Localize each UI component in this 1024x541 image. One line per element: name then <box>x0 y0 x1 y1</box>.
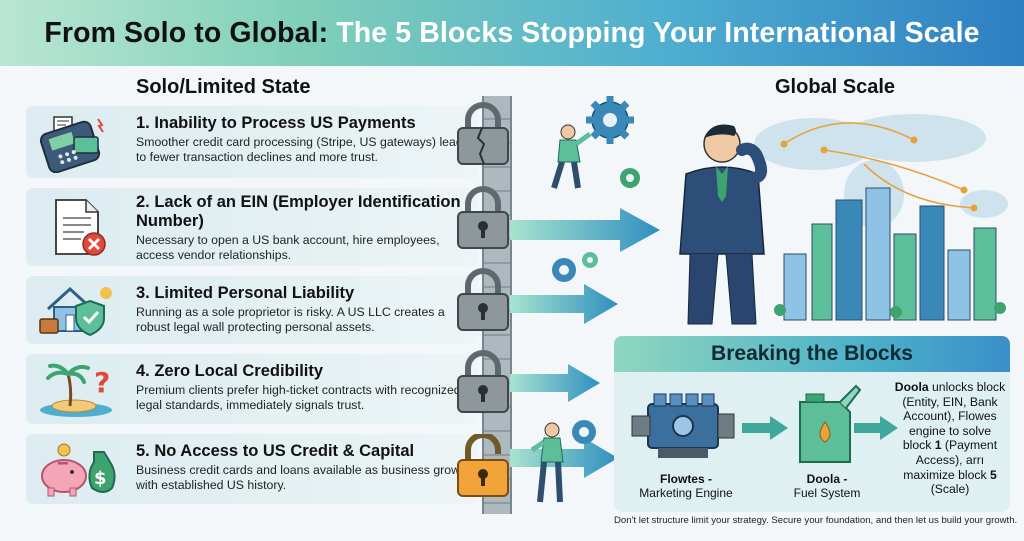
svg-text:?: ? <box>94 366 110 399</box>
block-panel-1: 1. Inability to Process US Payments Smoo… <box>26 106 478 178</box>
gears-icon <box>552 252 598 282</box>
doola-note-brand: Doola <box>894 380 929 394</box>
svg-text:$: $ <box>94 468 107 489</box>
block-desc-4: Premium clients prefer high-ticket contr… <box>136 383 461 412</box>
global-scale-illustration <box>679 114 1008 325</box>
lock-icon-3 <box>457 268 509 331</box>
arrow-right-1 <box>510 208 660 252</box>
block-title-3: 3. Limited Personal Liability <box>136 284 355 302</box>
left-heading: Solo/Limited State <box>136 76 311 98</box>
block-desc-5: Business credit cards and loans availabl… <box>136 463 467 492</box>
block-panel-4: ? 4. Zero Local Credibility Premium clie… <box>26 354 478 424</box>
breaking-blocks-panel: Breaking the Blocks Flowtes - Marketing … <box>614 336 1010 512</box>
house-shield-icon <box>39 286 112 337</box>
arrow-right-4 <box>510 438 618 478</box>
breaking-blocks-heading: Breaking the Blocks <box>711 342 913 365</box>
title-part-1: From Solo to Global: <box>44 16 329 49</box>
block-desc-3: Running as a sole proprietor is risky. A… <box>136 305 445 334</box>
island-question-icon: ? <box>40 363 112 417</box>
fuel-caption-line-2: Fuel System <box>793 486 861 500</box>
block-panel-3: 3. Limited Personal Liability Running as… <box>26 276 478 344</box>
doola-note-num-1: 1 <box>934 438 942 453</box>
fuel-can-icon <box>799 384 862 463</box>
fuel-caption: Doola - Fuel System <box>772 472 882 500</box>
doola-note-num-2: 5 <box>989 467 997 482</box>
engine-icon <box>631 393 735 458</box>
block-title-1: 1. Inability to Process US Payments <box>136 114 416 132</box>
broken-lock-icon <box>457 102 509 165</box>
piggy-bank-icon: $ <box>41 443 116 497</box>
block-panel-2: 2. Lack of an EIN (Employer Identificati… <box>26 188 478 266</box>
right-heading: Global Scale <box>775 76 896 98</box>
engine-caption-line-2: Marketing Engine <box>639 486 733 500</box>
arrow-fuel-to-note <box>854 416 898 440</box>
doola-note-part-1: unlocks block (Entity, EIN, Bank Account… <box>902 380 1006 453</box>
engine-caption-line-1: Flowtes - <box>659 472 712 486</box>
page-title: From Solo to Global: The 5 Blocks Stoppi… <box>44 17 979 50</box>
card-terminal-icon <box>39 116 104 173</box>
block-desc-1: Smoother credit card processing (Stripe,… <box>136 135 469 164</box>
block-panel-5: $ 5. No Access to US Credit & Capital Bu… <box>26 434 478 504</box>
fuel-caption-line-1: Doola - <box>806 472 848 486</box>
footer-note: Don't let structure limit your strategy.… <box>614 515 1018 526</box>
title-bar: From Solo to Global: The 5 Blocks Stoppi… <box>0 0 1024 66</box>
lock-icon-4 <box>457 350 509 413</box>
arrow-engine-to-fuel <box>742 416 788 440</box>
climbing-person-with-gears <box>551 96 640 189</box>
arrow-right-2 <box>510 284 618 324</box>
block-desc-2: Necessary to open a US bank account, hir… <box>136 233 440 262</box>
breaking-blocks-header: Breaking the Blocks <box>614 336 1010 372</box>
title-part-2: The 5 Blocks Stopping Your International… <box>336 16 980 49</box>
doola-note-part-3: (Scale) <box>930 482 970 497</box>
doola-note-part-2: (Payment Access), arrı maximize block <box>903 438 998 482</box>
block-title-5: 5. No Access to US Credit & Capital <box>136 442 415 460</box>
doola-note: Doola unlocks block (Entity, EIN, Bank A… <box>894 380 1006 497</box>
engine-caption: Flowtes - Marketing Engine <box>624 472 748 500</box>
block-title-2: 2. Lack of an EIN (Employer Identificati… <box>136 193 461 230</box>
lock-icon-2 <box>457 186 509 249</box>
arrow-right-3 <box>510 364 600 402</box>
open-lock-icon <box>457 434 509 497</box>
document-reject-icon <box>55 199 106 256</box>
block-title-4: 4. Zero Local Credibility <box>136 362 324 380</box>
climbing-person-2 <box>530 420 596 503</box>
